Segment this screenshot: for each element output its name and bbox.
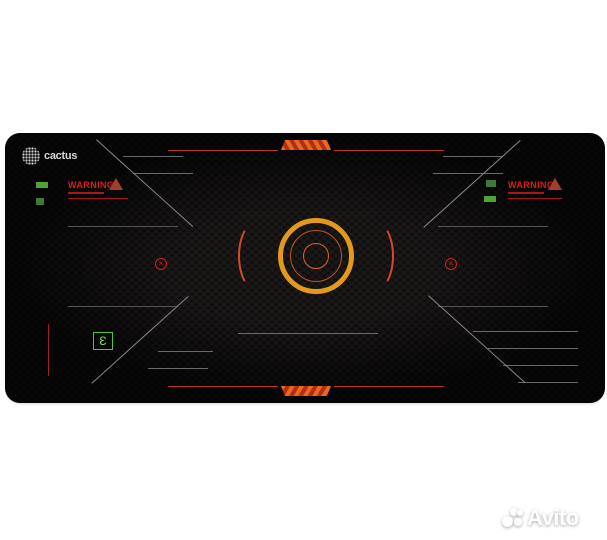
warning-underline bbox=[68, 198, 128, 199]
avito-dots-icon bbox=[502, 508, 524, 528]
reticle-mid-ring bbox=[290, 230, 342, 282]
hud-line bbox=[473, 331, 578, 332]
green-block-icon bbox=[486, 180, 496, 187]
logo-dotted-circle-icon bbox=[22, 147, 40, 165]
mousepad: cactus WARNING WARNING × × Ɛ bbox=[8, 136, 602, 400]
brand-name: cactus bbox=[44, 150, 78, 162]
hud-line bbox=[443, 156, 503, 157]
hud-line-red bbox=[334, 150, 444, 151]
blue-scale-line bbox=[238, 333, 378, 334]
avito-watermark: Avito bbox=[502, 505, 579, 531]
hud-line bbox=[433, 173, 503, 174]
hud-line bbox=[148, 368, 208, 369]
hud-line bbox=[503, 365, 578, 366]
avito-text: Avito bbox=[527, 505, 579, 530]
reticle-outer-ring bbox=[278, 218, 354, 294]
warning-label-right: WARNING bbox=[508, 180, 555, 190]
warning-triangle-icon bbox=[548, 178, 562, 190]
warning-underline bbox=[508, 198, 562, 199]
hud-line bbox=[518, 382, 578, 383]
green-battery-icon bbox=[36, 182, 48, 188]
hud-line-red bbox=[168, 386, 278, 387]
hud-line bbox=[68, 306, 178, 307]
hud-line-red bbox=[168, 150, 278, 151]
hud-line-red bbox=[334, 386, 444, 387]
reticle-arc-left bbox=[238, 224, 268, 288]
top-chevron-emblem bbox=[281, 140, 331, 150]
warning-label-left: WARNING bbox=[68, 180, 115, 190]
brand-logo: cactus bbox=[22, 147, 77, 165]
reticle-arc-right bbox=[364, 224, 394, 288]
hud-line bbox=[68, 226, 178, 227]
hud-line bbox=[123, 156, 183, 157]
green-hud-icon: Ɛ bbox=[93, 332, 113, 350]
bottom-chevron-emblem bbox=[281, 386, 331, 396]
warning-triangle-icon bbox=[109, 178, 123, 190]
warning-bar bbox=[508, 192, 544, 194]
hud-line bbox=[488, 348, 578, 349]
x-circle-icon-left: × bbox=[155, 258, 167, 270]
x-circle-icon-right: × bbox=[445, 258, 457, 270]
hud-line bbox=[158, 351, 213, 352]
hud-line bbox=[133, 173, 193, 174]
green-battery-icon bbox=[484, 196, 496, 202]
reticle-inner-ring bbox=[303, 243, 329, 269]
hud-line bbox=[438, 306, 548, 307]
red-vertical-bar bbox=[48, 324, 49, 376]
green-block-icon bbox=[36, 198, 44, 205]
hud-line bbox=[438, 226, 548, 227]
warning-bar bbox=[68, 192, 104, 194]
